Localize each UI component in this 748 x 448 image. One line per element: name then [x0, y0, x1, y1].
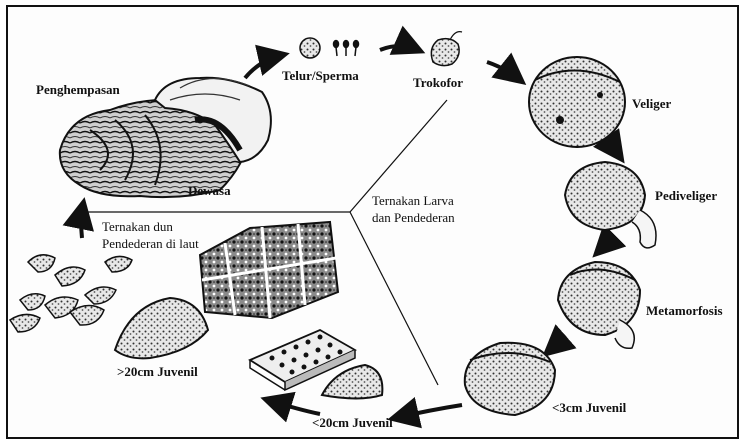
arrow-sea-to-adult [81, 205, 83, 238]
label-penghempasan: Penghempasan [36, 82, 120, 98]
label-trokofor: Trokofor [413, 75, 463, 91]
arrow-20cm-to-large [268, 400, 320, 414]
arrow-pediveliger-to-metamorfosis [598, 235, 612, 252]
veliger-icon [529, 57, 625, 147]
label-juvenile-20cm-less: <20cm Juvenil [312, 415, 393, 431]
label-pediveliger: Pediveliger [655, 188, 717, 204]
arrow-adult-to-eggs [245, 55, 282, 78]
label-juvenile-20cm-more: >20cm Juvenil [117, 364, 198, 380]
arrow-eggs-to-trochophore [380, 46, 418, 50]
small-juvenile-icon [465, 343, 555, 415]
label-juvenile-3cm: <3cm Juvenil [552, 400, 626, 416]
arrow-trochophore-to-veliger [487, 62, 520, 80]
arrow-veliger-to-pediveliger [608, 145, 620, 157]
label-larva-phase-2: dan Pendederan [372, 210, 455, 226]
label-sea-phase-1: Ternakan dun [102, 219, 173, 235]
label-telur-sperma: Telur/Sperma [282, 68, 359, 84]
metamorphosis-icon [558, 262, 640, 348]
egg-sperm-icon [300, 38, 359, 58]
mid-juvenile-icon [322, 365, 382, 399]
large-juvenile-icon [115, 298, 208, 358]
label-metamorfosis: Metamorfosis [646, 303, 723, 319]
arrow-metamorfosis-to-juvenile [548, 335, 565, 352]
sea-nursery-grid-icon [200, 222, 338, 318]
trochophore-icon [431, 32, 462, 66]
label-dewasa: Dewasa [188, 183, 231, 199]
label-veliger: Veliger [632, 96, 671, 112]
sea-grow-cluster-icon [10, 255, 132, 332]
arrow-juvenile-to-20cm [395, 405, 462, 418]
label-larva-phase-1: Ternakan Larva [372, 193, 454, 209]
label-sea-phase-2: Pendederan di laut [102, 236, 199, 252]
